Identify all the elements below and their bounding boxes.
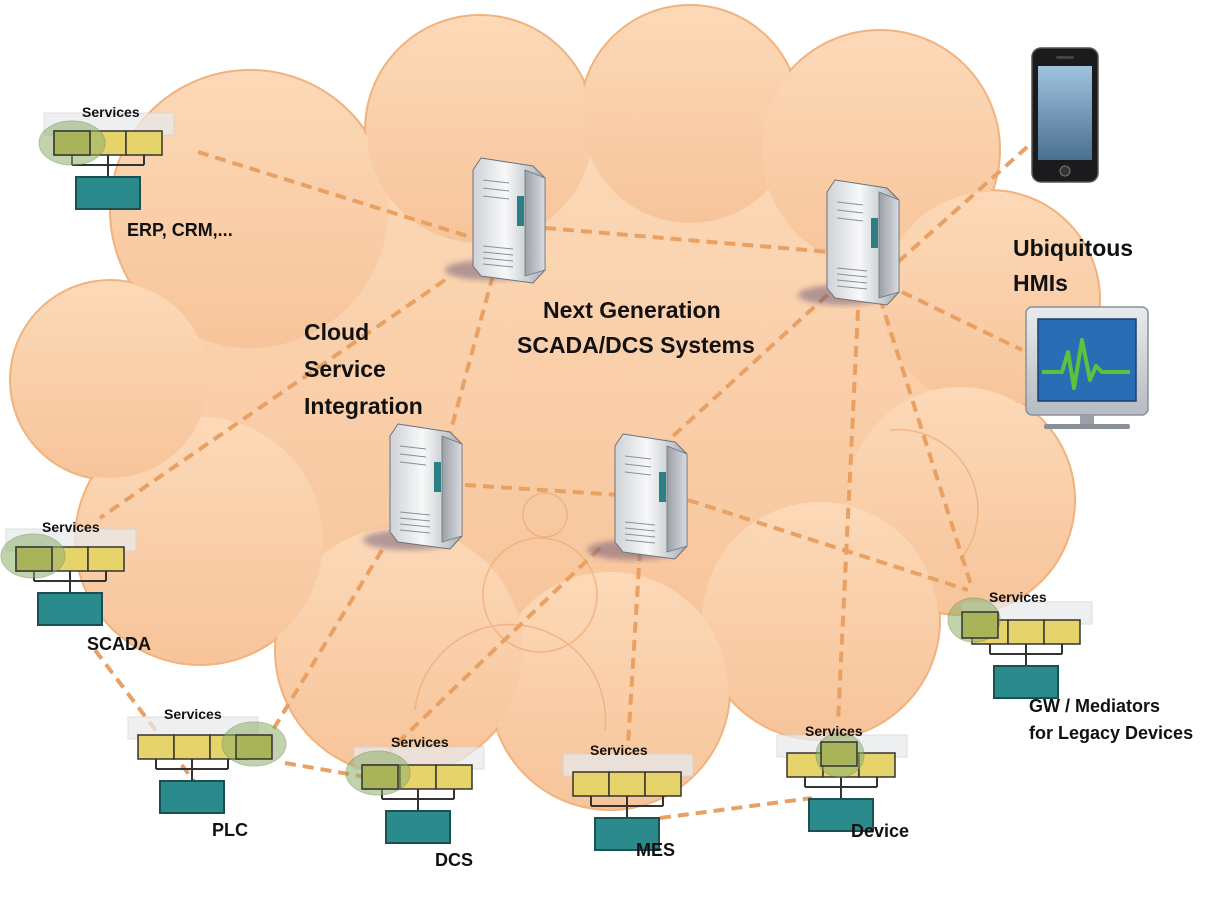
erp-label: ERP, CRM,... (127, 220, 233, 240)
node-device (776, 732, 908, 832)
services-label-plc: Services (164, 706, 222, 722)
services-label-mes: Services (590, 742, 648, 758)
server-top-right (798, 179, 900, 306)
dcs-label: DCS (435, 850, 474, 870)
gw-label-line2: for Legacy Devices (1029, 723, 1194, 743)
device-label: Device (851, 821, 910, 841)
hmis-label-line2: HMIs (1013, 270, 1068, 296)
node-dcs (345, 746, 485, 844)
services-label-dcs: Services (391, 734, 449, 750)
server-middle-right (587, 433, 688, 560)
integration-label-line1: Cloud (304, 319, 370, 345)
services-label-erp: Services (82, 104, 140, 120)
gw-label-line1: GW / Mediators (1029, 696, 1161, 716)
scada-label: SCADA (87, 634, 152, 654)
mes-label: MES (636, 840, 676, 860)
services-label-scada: Services (42, 519, 100, 535)
scada-dcs-label-line1: Next Generation (543, 297, 721, 323)
integration-label-line2: Service (304, 356, 386, 382)
hmis-label-line1: Ubiquitous (1013, 235, 1134, 261)
node-gw (947, 597, 1093, 699)
monitor-heartbeat-icon (1025, 306, 1149, 429)
server-middle-left (363, 423, 463, 550)
node-scada (0, 528, 137, 626)
scada-dcs-label-line2: SCADA/DCS Systems (517, 332, 755, 358)
smartphone-icon (1031, 47, 1099, 183)
services-label-device: Services (805, 723, 863, 739)
services-label-gw: Services (989, 589, 1047, 605)
node-erp (38, 112, 175, 210)
plc-label: PLC (212, 820, 248, 840)
server-top-center (445, 157, 546, 284)
node-plc (127, 716, 287, 814)
integration-label-line3: Integration (304, 393, 423, 419)
